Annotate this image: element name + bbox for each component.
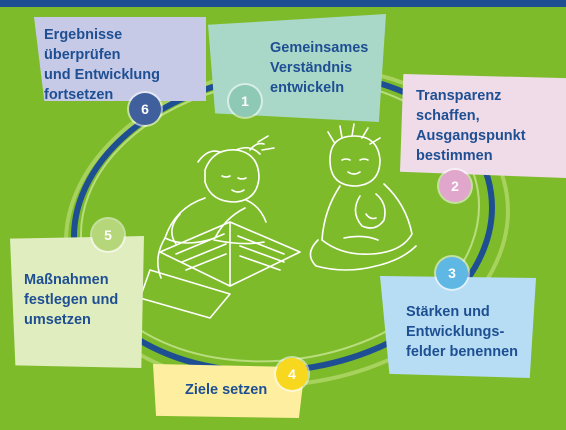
step-2-badge: 2 [439,170,471,202]
step-5-badge: 5 [92,219,124,251]
step-3-card: Stärken und Entwicklungs- felder benenne… [380,276,536,378]
step-2-text: Transparenz schaffen, Ausgangspunkt best… [416,88,526,164]
step-2-card: Transparenz schaffen, Ausgangspunkt best… [400,74,566,178]
step-6-badge: 6 [129,93,161,125]
step-3-text: Stärken und Entwicklungs- felder benenne… [406,304,518,360]
step-4-badge: 4 [276,358,308,390]
step-4-card: Ziele setzen [153,364,305,418]
top-bar [0,0,566,7]
step-6-text: Ergebnisse überprüfen und Entwicklung fo… [44,27,160,103]
step-1-badge: 1 [229,85,261,117]
step-3-badge: 3 [436,257,468,289]
step-5-text: Maßnahmen festlegen und umsetzen [24,272,119,328]
step-1-text: Gemeinsames Verständnis entwickeln [270,40,369,96]
step-4-text: Ziele setzen [185,382,268,398]
step-5-card: Maßnahmen festlegen und umsetzen [10,236,144,368]
step-6-card: Ergebnisse überprüfen und Entwicklung fo… [34,17,206,101]
